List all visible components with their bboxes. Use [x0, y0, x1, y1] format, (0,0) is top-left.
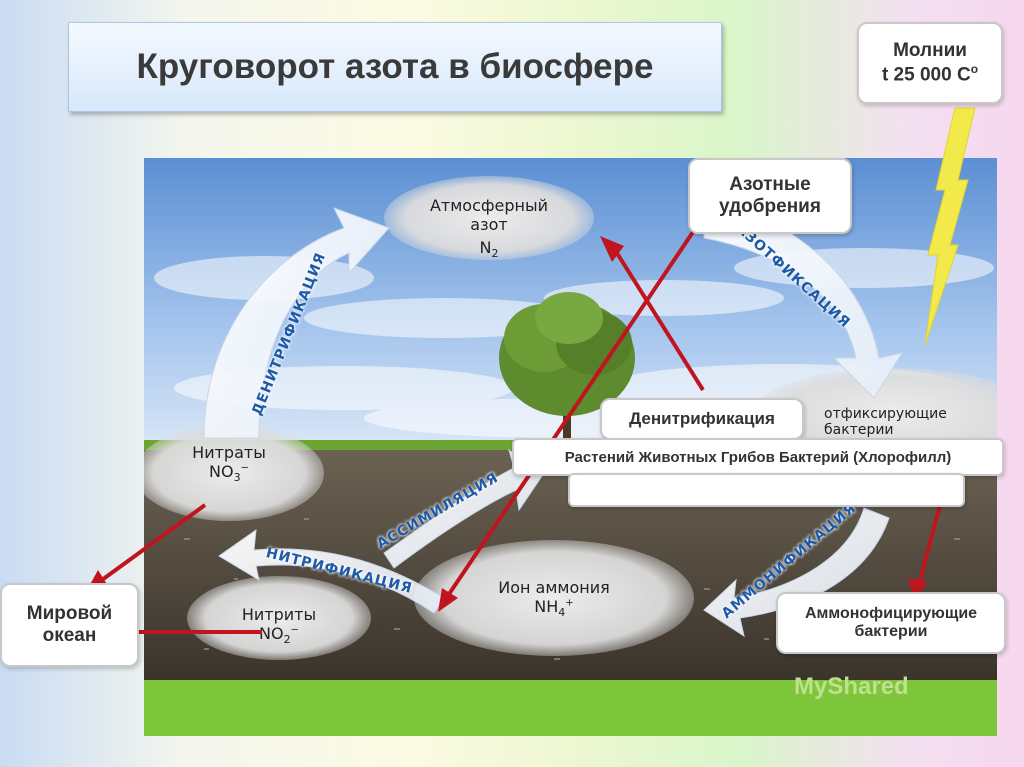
- nitrates-formula-text: NO: [209, 462, 234, 481]
- denitrification-callout-text: Денитрификация: [629, 409, 775, 428]
- nitrification-arrow: [218, 528, 445, 614]
- nitrites-formula: NO2−: [229, 624, 329, 646]
- fertilizer-callout: Азотные удобрения: [688, 158, 852, 234]
- ammonium-label-text: Ион аммония: [498, 578, 610, 597]
- ocean-line1: Мировой: [26, 603, 113, 624]
- denitrification-arrow: [203, 207, 390, 439]
- page-title: Круговорот азота в биосфере: [136, 47, 654, 86]
- nitrites-formula-text: NO: [259, 624, 284, 643]
- ammonium-label: Ион аммония NH4+: [479, 578, 629, 619]
- nitrites-label-text: Нитриты: [241, 605, 317, 624]
- nitrites-ellipse: [187, 576, 371, 660]
- atmosphere-label-text: Атмосферный азот: [429, 196, 549, 234]
- fertilizer-line2: удобрения: [719, 196, 821, 217]
- organisms-callout-empty: [568, 473, 965, 507]
- denitrification-callout: Денитрификация: [600, 398, 804, 440]
- nitrates-label: Нитраты NO3−: [179, 443, 279, 484]
- nitrates-label-text: Нитраты: [192, 443, 266, 462]
- title-box: Круговорот азота в биосфере: [68, 22, 722, 112]
- ammonium-formula: NH4+: [479, 597, 629, 619]
- nitrates-ellipse: [144, 425, 324, 521]
- fertilizer-line1: Азотные: [729, 174, 811, 195]
- lightning-line1: Молнии: [893, 39, 967, 61]
- lightning-temp: t 25 000 C: [881, 64, 971, 86]
- nitrates-formula-sub: 3: [233, 471, 241, 485]
- watermark: MyShared: [794, 673, 909, 700]
- ocean-callout: Мировой океан: [0, 583, 139, 667]
- ocean-line2: океан: [42, 625, 97, 646]
- nitrates-formula: NO3−: [179, 462, 279, 484]
- fixing-bacteria-label: отфиксирующие бактерии: [824, 406, 947, 438]
- nitrates-formula-sup: −: [240, 462, 249, 474]
- lightning-line2: t 25 000 Co: [882, 62, 978, 86]
- nitrites-formula-sub: 2: [283, 633, 291, 647]
- nitrites-label: Нитриты NO2−: [229, 605, 329, 646]
- atmosphere-formula-sub: 2: [491, 247, 499, 261]
- atmosphere-formula-text: N: [479, 238, 492, 257]
- ammonium-formula-sub: 4: [558, 606, 566, 620]
- ammonium-formula-text: NH: [534, 597, 559, 616]
- atmosphere-label: Атмосферный азот N2: [414, 196, 564, 260]
- fixing-bacteria-ellipse: [754, 368, 997, 458]
- ammonifying-line2: бактерии: [854, 623, 928, 640]
- nitrites-formula-sup: −: [290, 624, 299, 636]
- organisms-callout-text: Растений Животных Грибов Бактерий (Хлоро…: [564, 448, 952, 466]
- lightning-callout: Молнии t 25 000 Co: [857, 22, 1003, 104]
- ammonification-arrow: [703, 507, 890, 638]
- organisms-callout: Растений Животных Грибов Бактерий (Хлоро…: [512, 438, 1004, 476]
- atmosphere-formula: N2: [414, 238, 564, 260]
- lightning-degree: o: [970, 61, 979, 76]
- ammonifying-line1: Аммонофицирующие: [804, 605, 978, 622]
- ammonifying-callout: Аммонофицирующие бактерии: [776, 592, 1006, 654]
- ammonium-formula-sup: +: [565, 597, 574, 609]
